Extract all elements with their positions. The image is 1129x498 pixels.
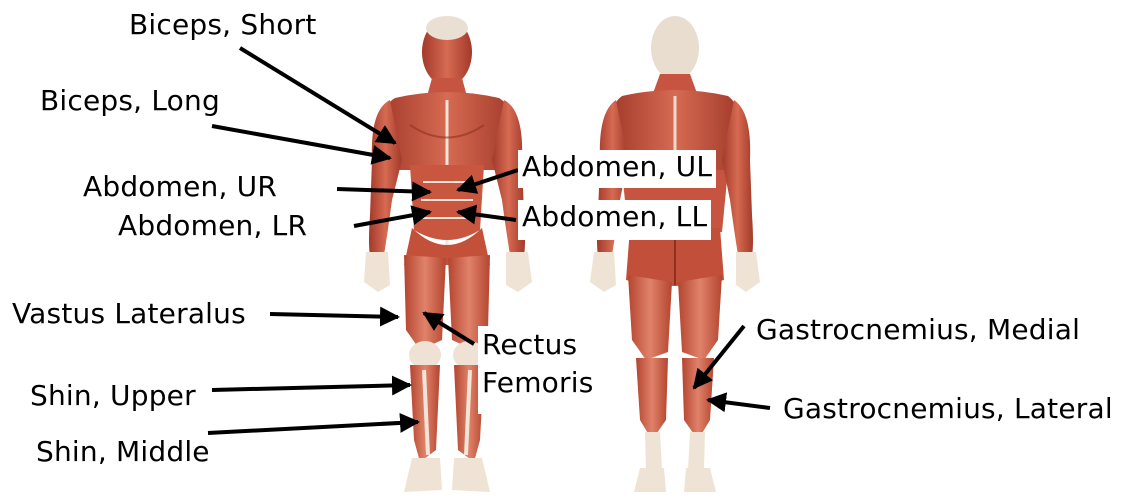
label-gastrocnemius-medial: Gastrocnemius, Medial — [756, 313, 1080, 347]
arrow-shin-middle — [208, 422, 418, 433]
front-body-figure — [364, 16, 532, 492]
arrow-gastrocnemius-lateral — [708, 400, 770, 408]
label-rectus-femoris: Rectus Femoris — [478, 326, 598, 414]
back-left-calf — [636, 358, 668, 440]
label-abdomen-lr: Abdomen, LR — [118, 209, 307, 243]
label-biceps-short: Biceps, Short — [129, 8, 317, 42]
label-gastrocnemius-lateral: Gastrocnemius, Lateral — [783, 392, 1113, 426]
label-abdomen-ur: Abdomen, UR — [83, 170, 277, 204]
label-femoris: Femoris — [482, 364, 594, 402]
arrow-shin-upper — [212, 385, 410, 390]
label-abdomen-ul: Abdomen, UL — [518, 150, 716, 188]
arrow-biceps-long — [212, 126, 390, 158]
label-rectus: Rectus — [482, 326, 594, 364]
label-biceps-long: Biceps, Long — [40, 84, 220, 118]
front-abdomen — [410, 165, 484, 240]
label-abdomen-ll: Abdomen, LL — [518, 200, 711, 240]
back-head — [651, 16, 699, 80]
arrow-biceps-short — [240, 48, 395, 143]
label-vastus-lateralus: Vastus Lateralus — [12, 297, 246, 331]
back-body-figure — [590, 16, 760, 492]
label-shin-upper: Shin, Upper — [30, 379, 196, 413]
front-left-thigh — [404, 255, 446, 350]
label-shin-middle: Shin, Middle — [36, 435, 210, 469]
arrow-vastus-lateralus — [270, 314, 398, 317]
